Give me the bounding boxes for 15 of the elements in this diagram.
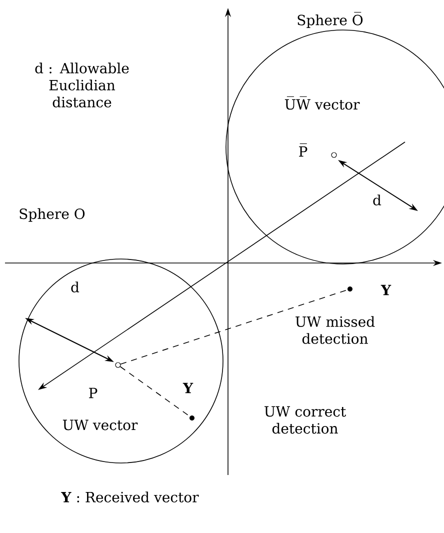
dashed-line <box>120 289 348 365</box>
point-label: P <box>89 388 98 398</box>
point-label: P̅ <box>299 143 308 157</box>
region-label: UW correct detection <box>264 406 346 434</box>
region-label: UW missed detection <box>296 316 375 344</box>
vector-label: UW vector <box>62 420 138 430</box>
note-text: Y : Received vector <box>61 492 199 502</box>
sphere-label: Sphere O <box>20 208 85 222</box>
dimension-label: d <box>71 282 80 292</box>
point-label: Y <box>182 382 194 394</box>
note-text: d : Allowable Euclidian distance <box>35 62 129 108</box>
sphere-label: Sphere O̅ <box>298 12 363 28</box>
vector-label: U̅W̅ vector <box>284 96 360 110</box>
dimension-label: d <box>373 194 382 206</box>
point-label: Y <box>380 284 392 296</box>
